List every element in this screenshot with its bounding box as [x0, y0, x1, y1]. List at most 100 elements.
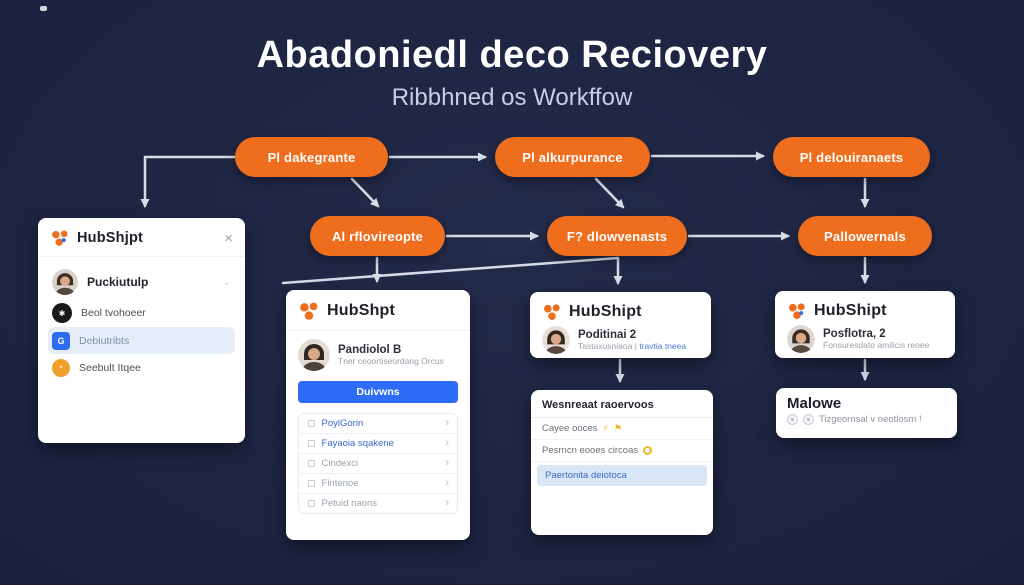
page-title: Abadoniedl deco Reciovery	[256, 34, 768, 76]
flow-node-1: Pl dakegrante	[235, 137, 388, 177]
checklist-card: Wesnreaat raoervoos Cayee ooces ⚡ ⚑ Pesr…	[531, 390, 713, 535]
arrow-pill5-profile	[281, 256, 618, 283]
person-name: Posflotra, 2	[823, 328, 886, 340]
chevron-right-icon: ›	[445, 477, 449, 489]
checklist-title: Wesnreaat raoervoos	[531, 390, 713, 418]
flow-node-label: Pl alkurpurance	[522, 149, 623, 165]
checklist-item-selected[interactable]: Paertonita deiotoca	[537, 465, 707, 486]
person-name: Poditinai 2	[578, 329, 637, 341]
document-icon: ▢	[307, 418, 316, 428]
person-meta: Tastaxusniaoa | travtia tneea	[578, 341, 686, 351]
g-icon: G	[57, 335, 65, 346]
avatar	[298, 339, 330, 371]
list-item-selected[interactable]: G Debiutribts	[48, 327, 235, 354]
card-header: HubShipt	[775, 291, 955, 323]
person-text: Poditinai 2 Tastaxusniaoa | travtia tnee…	[578, 329, 686, 351]
note-row: Tizgeornsal v neotlosm !	[776, 414, 957, 431]
meta-text: Tastaxusniaoa	[578, 341, 633, 351]
arrow-pill1-pill4	[350, 177, 380, 208]
page-subtitle: Ribbhned os Workffow	[391, 84, 633, 111]
flag-icon: ⚑	[613, 423, 622, 433]
note-title: Malowe	[787, 395, 842, 412]
avatar	[542, 326, 570, 354]
status-ring-icon	[643, 446, 653, 455]
asterisk-icon: ✱	[58, 308, 66, 318]
chevron-right-icon: ›	[445, 417, 449, 429]
person-row: Poditinai 2 Tastaxusniaoa | travtia tnee…	[530, 324, 711, 358]
person-text: Posflotra, 2 Fonsuresdato amilicis reoee	[823, 328, 929, 350]
note-meta: Tizgeornsal v neotlosm !	[819, 414, 922, 425]
checklist-item-label: Cayee ooces	[542, 423, 598, 434]
folder-icon: ▢	[307, 498, 316, 508]
menu-item-label: Petuid naons	[321, 498, 377, 509]
menu-list: ▢ PoylGorin › ▢ Fayaoia sqakene › ▢ Cind…	[298, 413, 458, 514]
dot-circle-icon	[787, 414, 798, 425]
brand-name: HubShpt	[327, 302, 396, 319]
flow-node-label: Pallowernals	[824, 228, 906, 244]
hubspot-logo-icon	[789, 303, 805, 319]
badge-icon: ✱	[52, 303, 72, 323]
hubspot-logo-icon	[544, 304, 560, 320]
menu-item-label: Fayaoia sqakene	[321, 438, 394, 449]
checklist-item-label: Paertonita deiotoca	[545, 470, 627, 481]
list-item[interactable]: ✱ Beol tvohoeer	[48, 299, 235, 327]
menu-item[interactable]: ▢ Fayaoia sqakene ›	[299, 433, 457, 453]
person-text: Pandiolol B Tner ceoortiseordang Orcus	[338, 344, 444, 366]
dot-icon: ▪	[52, 358, 70, 377]
app-icon: G	[52, 331, 70, 350]
contact-row-list: Puckiutulp ⌄ ✱ Beol tvohoeer G Debiutrib…	[38, 257, 245, 389]
flow-node-label: Pl delouiranaets	[799, 149, 904, 165]
list-item-label: Beol tvohoeer	[81, 307, 146, 319]
menu-item-label: Cindexci	[321, 458, 358, 469]
square-icon: ▪	[59, 364, 63, 371]
list-item[interactable]: ▪ Seebult Itqee	[48, 354, 235, 381]
profile-card-right: HubShipt Posflotra, 2 Fonsuresdato amili…	[775, 291, 955, 358]
avatar	[787, 325, 815, 353]
list-item-label: Seebult Itqee	[79, 361, 141, 374]
chevron-right-icon: ›	[445, 497, 449, 509]
artifact-speck	[40, 6, 47, 11]
close-icon[interactable]: ×	[224, 229, 233, 247]
flow-node-2: Pl alkurpurance	[495, 137, 650, 177]
menu-item[interactable]: ▢ Petuid naons ›	[299, 493, 457, 513]
flow-node-label: Pl dakegrante	[267, 149, 356, 165]
flow-node-6: Pallowernals	[798, 216, 932, 256]
document-icon: ▢	[307, 478, 316, 488]
menu-item[interactable]: ▢ PoylGorin ›	[299, 414, 457, 433]
menu-item[interactable]: ▢ Fintenoe ›	[299, 473, 457, 493]
flow-node-3: Pl delouiranaets	[773, 137, 930, 177]
person-row: Pandiolol B Tner ceoortiseordang Orcus	[286, 331, 470, 377]
note-card: Malowe Tizgeornsal v neotlosm !	[776, 388, 957, 438]
brand-name: HubShipt	[814, 302, 887, 319]
chevron-right-icon: ›	[445, 457, 449, 469]
brand-name: HubShjpt	[77, 230, 144, 246]
menu-item[interactable]: ▢ Cindexci ›	[299, 453, 457, 473]
meta-link[interactable]: travtia tneea	[639, 341, 687, 351]
deal-panel-card: HubShpt Pandiolol B Tner ceoortiseordang…	[286, 290, 470, 540]
hubspot-logo-icon	[300, 302, 318, 320]
avatar	[52, 269, 78, 295]
document-icon: ▢	[307, 458, 316, 468]
menu-item-label: PoylGorin	[321, 418, 364, 429]
list-item-label: Puckiutulp	[87, 275, 149, 289]
dot-circle-icon	[803, 414, 814, 425]
flow-node-label: Al rflovireopte	[331, 228, 424, 244]
checklist-item[interactable]: Pesrncn eooes circoas	[531, 440, 713, 462]
checklist-item-label: Pesrncn eooes circoas	[542, 445, 639, 456]
document-icon: ▢	[307, 438, 316, 448]
list-item[interactable]: Puckiutulp ⌄	[48, 265, 235, 299]
person-meta: Fonsuresdato amilicis reoee	[823, 340, 930, 350]
person-name: Pandiolol B	[338, 344, 402, 356]
hubspot-logo-icon	[52, 230, 68, 246]
profile-card-middle: HubShipt Poditinai 2 Tastaxusniaoa | tra…	[530, 292, 711, 358]
chevron-down-icon: ⌄	[222, 276, 231, 288]
flow-node-label: F? dlowvenasts	[566, 228, 668, 244]
menu-item-label: Fintenoe	[321, 478, 359, 489]
card-header: HubShjpt ×	[38, 218, 245, 257]
checklist-item[interactable]: Cayee ooces ⚡ ⚑	[531, 418, 713, 440]
brand-name: HubShipt	[569, 303, 642, 320]
flow-node-5: F? dlowvenasts	[547, 216, 687, 256]
primary-action-button[interactable]: Duivwns	[298, 381, 458, 403]
list-item-label: Debiutribts	[79, 334, 130, 347]
